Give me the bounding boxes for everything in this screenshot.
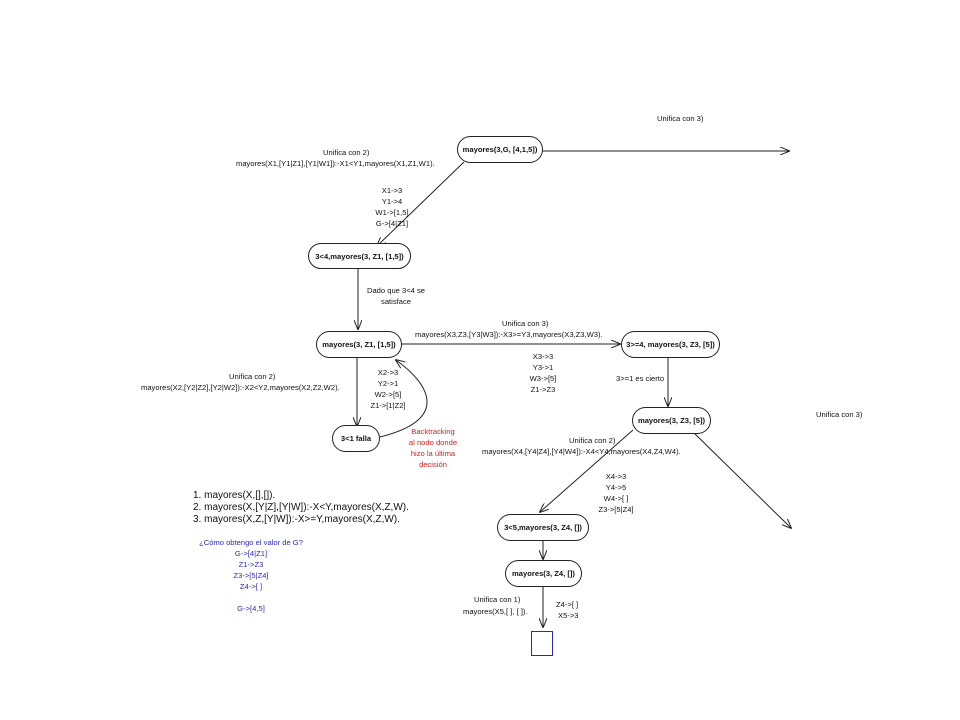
bind-c-3: Z1->[1|Z2] — [370, 401, 406, 410]
unifica2-a-rule: mayores(X1,[Y1|Z1],[Y1|W1]):-X1<Y1,mayor… — [236, 159, 435, 168]
question-block: ¿Cómo obtengo el valor de G? G->[4|Z1] Z… — [186, 537, 316, 614]
bind-d-1: Y4->5 — [605, 483, 627, 492]
bindings-a: X1->3 Y1->4 W1->[1,5] G->[4|Z1] — [371, 185, 413, 229]
bind-a-1: Y1->4 — [381, 197, 403, 206]
question-step-2: Z1->Z3 — [238, 560, 264, 569]
edge-root-n2 — [377, 161, 465, 246]
program-line-3: 3. mayores(X,Z,[Y|W]):-X>=Y,mayores(X,Z,… — [193, 514, 400, 525]
bind-e-0: Z4->[ ] — [556, 600, 579, 609]
node-n8[interactable]: mayores(3, Z4, []) — [505, 560, 582, 587]
bindings-c: X2->3 Y2->1 W2->[5] Z1->[1|Z2] — [365, 367, 411, 411]
bindings-d: X4->3 Y4->5 W4->[ ] Z3->[5|Z4] — [592, 471, 640, 515]
backtracking-3: decisión — [419, 460, 447, 469]
bind-a-2: W1->[1,5] — [375, 208, 409, 217]
backtracking-2: hizo la última — [410, 449, 456, 458]
bind-b-2: W3->[5] — [529, 374, 557, 383]
program-listing: 1. mayores(X,[],[]). 2. mayores(X,[Y|Z],… — [193, 490, 409, 526]
success-leaf — [531, 631, 553, 656]
unifica3-d-label: Unifica con 3) — [816, 410, 863, 419]
question-title: ¿Cómo obtengo el valor de G? — [199, 538, 303, 547]
dado-que-1: satisface — [381, 297, 411, 306]
program-line-2: 2. mayores(X,[Y|Z],[Y|W]):-X<Y,mayores(X… — [193, 502, 409, 513]
bind-d-3: Z3->[5|Z4] — [598, 505, 634, 514]
bind-d-2: W4->[ ] — [603, 494, 629, 503]
question-answer: G->[4,5] — [237, 604, 265, 613]
question-step-3: Z3->[5|Z4] — [233, 571, 269, 580]
node-n4[interactable]: 3<1 falla — [332, 425, 380, 452]
unifica2-d-title: Unifica con 2) — [569, 436, 616, 445]
program-line-1: 1. mayores(X,[],[]). — [193, 490, 276, 501]
backtracking-0: Backtracking — [411, 427, 455, 436]
unifica3-b-title: Unifica con 3) — [502, 319, 549, 328]
unifica3-top-label: Unifica con 3) — [657, 114, 704, 123]
backtracking-1: al nodo donde — [408, 438, 458, 447]
bind-c-0: X2->3 — [377, 368, 399, 377]
bindings-b: X3->3 Y3->1 W3->[5] Z1->Z3 — [520, 351, 566, 395]
bind-d-0: X4->3 — [605, 472, 627, 481]
dado-que-label: Dado que 3<4 se satisface — [363, 285, 429, 307]
bind-b-1: Y3->1 — [532, 363, 554, 372]
bind-a-0: X1->3 — [381, 186, 403, 195]
node-n2[interactable]: 3<4,mayores(3, Z1, [1,5]) — [308, 243, 411, 269]
unifica2-d-rule: mayores(X4,[Y4|Z4],[Y4|W4]):-X4<Y4,mayor… — [482, 447, 681, 456]
node-root[interactable]: mayores(3,G, [4,1,5]) — [457, 136, 543, 163]
dado-que-0: Dado que 3<4 se — [366, 286, 426, 295]
edge-n6-unifica3 — [692, 431, 791, 528]
question-step-1: G->[4|Z1] — [234, 549, 268, 558]
edge-backtrack-n4-n3 — [379, 360, 428, 438]
question-step-4: Z4->[ ] — [239, 582, 263, 591]
bind-b-0: X3->3 — [532, 352, 554, 361]
unifica1-rule: mayores(X5,[ ], [ ]). — [463, 607, 528, 616]
es-cierto-label: 3>=1 es cierto — [616, 374, 665, 383]
unifica3-b-rule: mayores(X3,Z3,[Y3|W3]):-X3>=Y3,mayores(X… — [415, 330, 603, 339]
edge-n6-n7 — [540, 429, 634, 512]
bind-c-1: Y2->1 — [377, 379, 399, 388]
unifica2-c-title: Unifica con 2) — [229, 372, 276, 381]
unifica1-title: Unifica con 1) — [474, 595, 521, 604]
backtracking-note: Backtracking al nodo donde hizo la últim… — [403, 426, 463, 470]
node-n5[interactable]: 3>=4, mayores(3, Z3, [5]) — [621, 331, 720, 358]
node-n6[interactable]: mayores(3, Z3, [5]) — [632, 407, 711, 434]
bind-a-3: G->[4|Z1] — [375, 219, 409, 228]
node-n3[interactable]: mayores(3, Z1, [1,5]) — [316, 331, 402, 358]
bind-b-3: Z1->Z3 — [530, 385, 556, 394]
bind-c-2: W2->[5] — [374, 390, 402, 399]
bind-e-1: X5->3 — [558, 611, 579, 620]
node-n7[interactable]: 3<5,mayores(3, Z4, []) — [497, 514, 589, 541]
bindings-e: Z4->[ ] X5->3 — [556, 599, 578, 621]
unifica2-c-rule: mayores(X2,[Y2|Z2],[Y2|W2]):-X2<Y2,mayor… — [141, 383, 340, 392]
unifica2-a-title: Unifica con 2) — [323, 148, 370, 157]
